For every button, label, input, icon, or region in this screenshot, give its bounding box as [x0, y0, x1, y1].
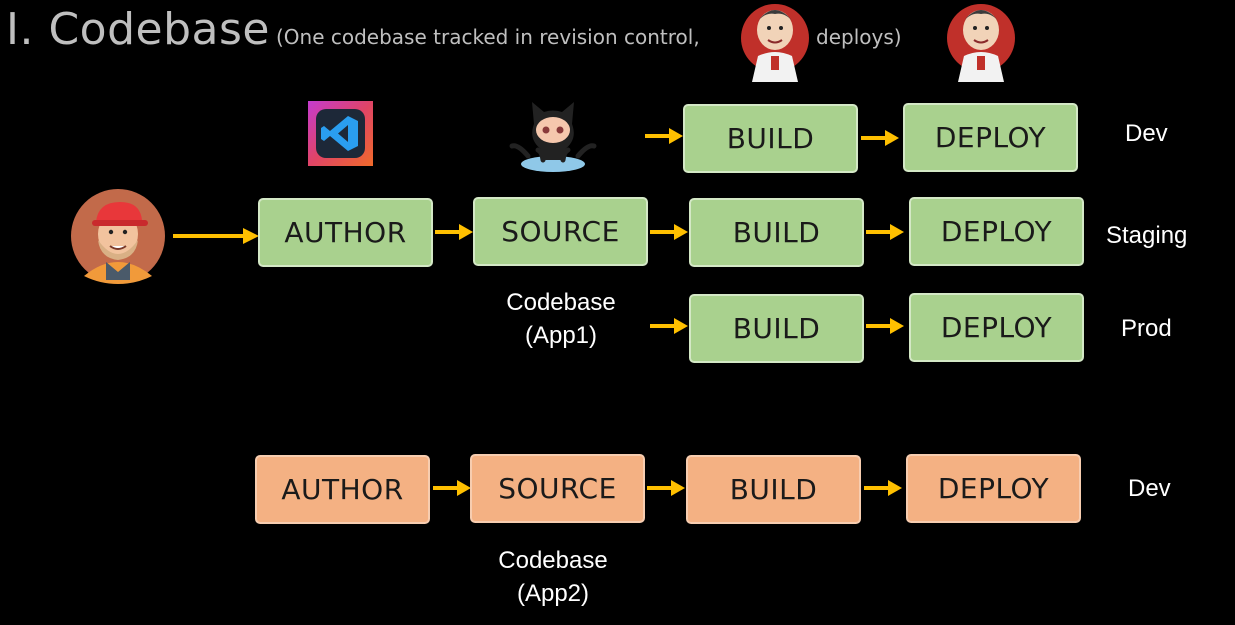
build-box-prod: BUILD — [689, 294, 864, 363]
source-box-app1: SOURCE — [473, 197, 648, 266]
env-label-app2: Dev — [1128, 475, 1171, 502]
arrow — [433, 480, 471, 496]
arrow — [173, 228, 259, 244]
author-box-app2: AUTHOR — [255, 455, 430, 524]
source-box-app2: SOURCE — [470, 454, 645, 523]
arrow — [650, 318, 688, 334]
arrow — [866, 318, 904, 334]
jenkins-icon — [947, 4, 1015, 82]
title-main: I. Codebase — [6, 4, 270, 55]
env-label-staging: Staging — [1106, 222, 1188, 249]
caption-app2-line2: (App2) — [516, 580, 590, 607]
deploy-box-dev: DEPLOY — [903, 103, 1078, 172]
caption-app1-line2: (App1) — [524, 322, 598, 349]
deploy-box-prod: DEPLOY — [909, 293, 1084, 362]
arrow — [866, 224, 904, 240]
build-box-dev: BUILD — [683, 104, 858, 173]
vscode-icon — [308, 101, 373, 166]
title-subtitle-left: (One codebase tracked in revision contro… — [275, 25, 700, 49]
arrow — [645, 128, 683, 144]
deploy-box-staging: DEPLOY — [909, 197, 1084, 266]
arrow — [647, 480, 685, 496]
arrow — [435, 224, 473, 240]
author-box-app1: AUTHOR — [258, 198, 433, 267]
jenkins-icon — [741, 4, 809, 82]
caption-app2: Codebase (App2) — [473, 544, 633, 610]
build-box-app2: BUILD — [686, 455, 861, 524]
env-label-dev: Dev — [1125, 120, 1168, 147]
arrow — [650, 224, 688, 240]
slide-title: I. Codebase(One codebase tracked in revi… — [6, 4, 700, 55]
deploy-box-app2: DEPLOY — [906, 454, 1081, 523]
developer-avatar-icon — [71, 189, 165, 284]
caption-app1: Codebase (App1) — [481, 286, 641, 352]
caption-app2-line1: Codebase — [498, 547, 608, 574]
title-subtitle-right: deploys) — [816, 25, 902, 49]
caption-app1-line1: Codebase — [506, 289, 616, 316]
github-octocat-icon — [509, 102, 597, 172]
arrow — [864, 480, 902, 496]
arrow — [861, 130, 899, 146]
env-label-prod: Prod — [1121, 315, 1172, 342]
build-box-staging: BUILD — [689, 198, 864, 267]
